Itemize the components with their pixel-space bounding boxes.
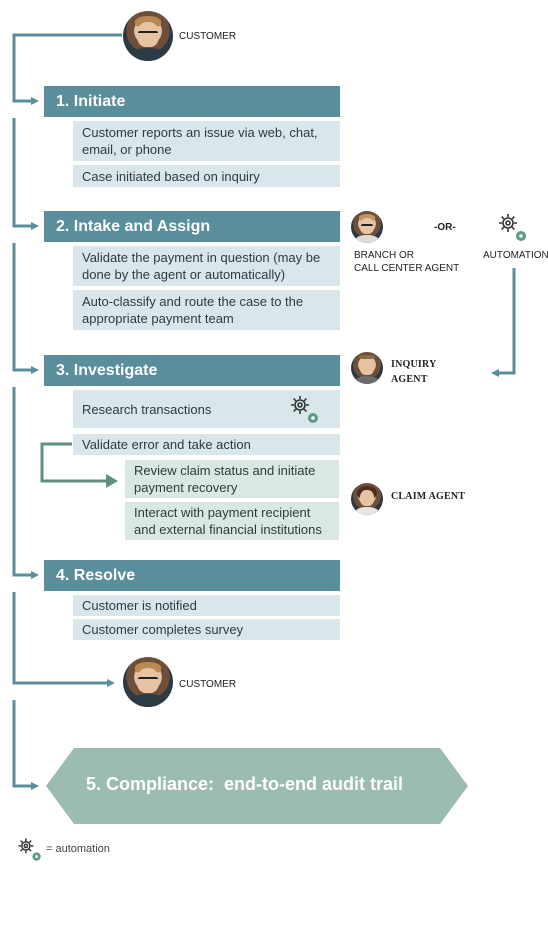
step-initiate-header: 1. Initiate — [44, 86, 340, 117]
step-investigate-header: 3. Investigate — [44, 355, 340, 386]
compliance-arrow-shape — [46, 748, 468, 824]
step-intake-header: 2. Intake and Assign — [44, 211, 340, 242]
intake-item-2: Auto-classify and route the case to the … — [73, 290, 340, 330]
step-resolve-header: 4. Resolve — [44, 560, 340, 591]
initiate-item-2: Case initiated based on inquiry — [73, 165, 340, 187]
intake-item-1: Validate the payment in question (may be… — [73, 246, 340, 286]
legend-gear-icon — [18, 838, 41, 861]
investigate-sub-item-2: Interact with payment recipient and exte… — [125, 502, 339, 540]
branch-agent-label: BRANCH OR CALL CENTER AGENT — [354, 250, 460, 274]
connector-to-intake — [12, 118, 39, 230]
legend-label: = automation — [46, 843, 110, 855]
customer-top-label: CUSTOMER — [179, 31, 237, 42]
investigate-sub-item-1: Review claim status and initiate payment… — [125, 460, 339, 498]
resolve-item-1: Customer is notified — [73, 595, 340, 616]
claim-agent-avatar — [351, 483, 383, 515]
inquiry-agent-label: INQUIRY AGENT — [391, 359, 437, 385]
claim-agent-label: CLAIM AGENT — [391, 491, 466, 502]
customer-bottom-avatar — [123, 657, 173, 707]
connector-validate-to-review — [40, 442, 110, 483]
automation-gear-icon — [499, 214, 526, 241]
research-gear-icon — [291, 396, 318, 423]
inquiry-agent-avatar — [351, 352, 383, 384]
investigate-item-2: Validate error and take action — [73, 434, 340, 455]
connector-to-compliance — [12, 700, 39, 790]
customer-bottom-label: CUSTOMER — [179, 679, 237, 690]
initiate-item-1: Customer reports an issue via web, chat,… — [73, 121, 340, 161]
automation-label: AUTOMATION — [483, 250, 548, 261]
compliance-label: 5. Compliance: end-to-end audit trail — [86, 774, 404, 794]
connector-to-customer-bottom — [12, 592, 115, 687]
connector-to-resolve — [12, 387, 39, 579]
customer-top-avatar — [123, 11, 173, 61]
resolve-item-2: Customer completes survey — [73, 619, 340, 640]
connector-automation-to-investigate — [491, 268, 516, 377]
branch-agent-avatar — [351, 211, 383, 243]
connector-to-investigate — [12, 243, 39, 374]
connector-customer-to-initiate — [12, 33, 122, 105]
or-label: -OR- — [434, 222, 456, 233]
